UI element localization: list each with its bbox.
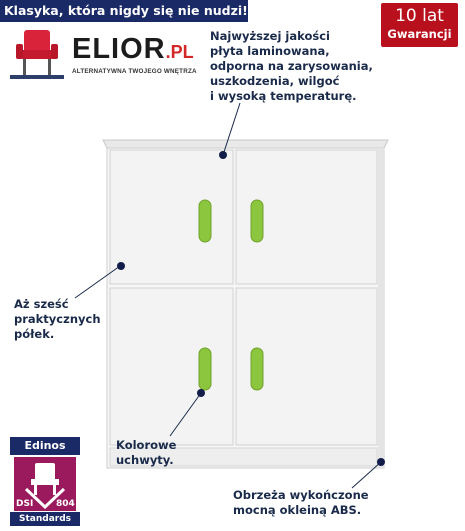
note-laminate: Najwyższej jakości płyta laminowana, odp… [210,29,373,103]
chair-emblem-icon [24,463,66,510]
brand-suffix: .PL [165,42,194,62]
warranty-badge: 10 lat Gwarancji [381,3,458,47]
note-edges: Obrzeża wykończone mocną okleiną ABS. [233,488,369,517]
brand-tagline: ALTERNATYWNA TWOJEGO WNĘTRZA [72,68,197,75]
callout-dot-shelves [117,262,125,270]
callout-dot-handles [197,389,205,397]
chair-logo-icon [10,30,64,79]
note-handles: Kolorowe uchwyty. [116,438,177,467]
edinos-emblem [14,457,76,511]
note-shelves: Aż sześć praktycznych półek. [14,297,101,341]
brand-logo: ELIOR.PL [72,33,194,66]
edinos-certificate: Edinos DSI 804 Standards [10,437,80,527]
callout-dot-top [219,151,227,159]
standards-label: Standards [10,512,80,526]
door-bottom-left [109,287,234,446]
dsi-number: 804 [56,499,75,509]
callout-dot-edges [377,458,385,466]
handle-top-left [198,199,212,243]
dsi-label: DSI [16,499,34,509]
door-top-left [109,149,234,285]
handle-bottom-left [198,347,212,391]
warranty-label: Gwarancji [387,27,452,41]
warranty-years: 10 lat [395,6,444,26]
handle-top-right [250,199,264,243]
edinos-brand: Edinos [10,437,80,455]
handle-bottom-right [250,347,264,391]
brand-name: ELIOR [72,33,166,65]
slogan-banner: Klasyka, która nigdy się nie nudzi! [0,0,248,22]
